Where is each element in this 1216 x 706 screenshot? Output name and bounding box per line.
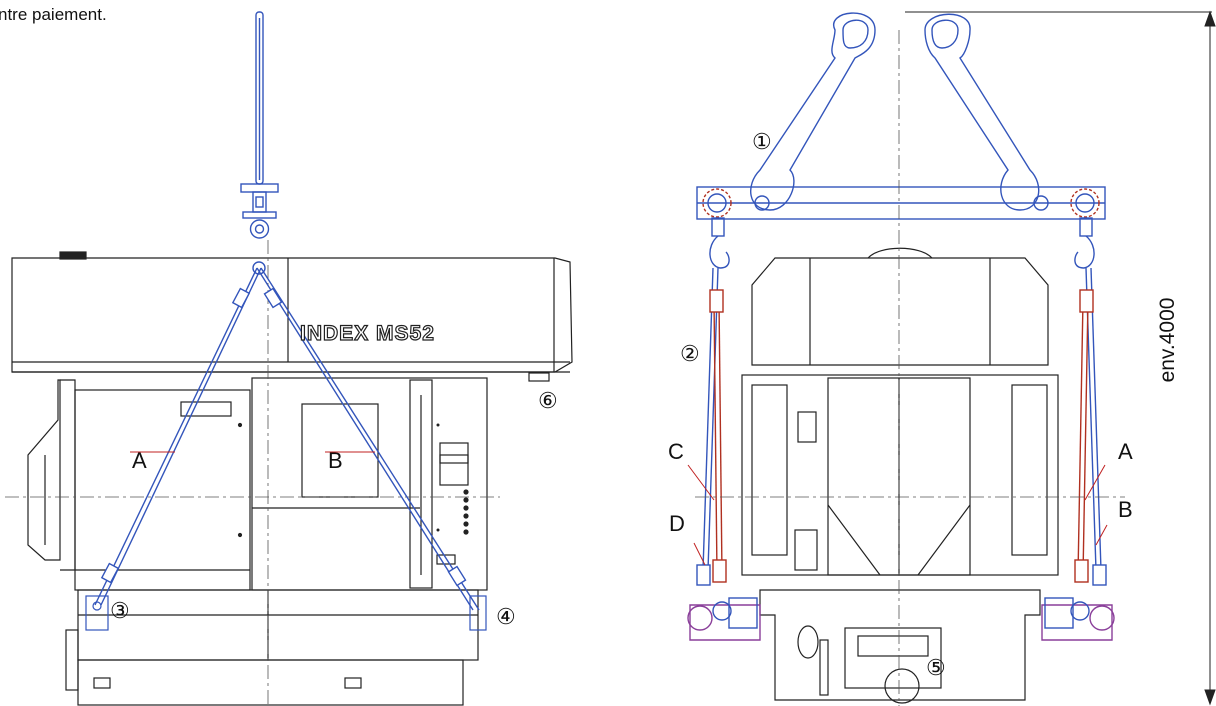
door-panel-a — [74, 389, 251, 591]
label-b-left: B — [328, 448, 343, 473]
dimension-label: env.4000 — [1156, 294, 1180, 386]
brand-label: INDEX MS52 — [299, 321, 435, 345]
left-machine-view — [5, 11, 573, 706]
machine-body-front — [741, 247, 1059, 704]
spindle-housing — [27, 379, 76, 571]
caption-text: ntre paiement. — [0, 5, 107, 24]
lifting-chains — [750, 12, 1040, 211]
left-slings — [94, 267, 480, 611]
right-slings — [696, 267, 1107, 586]
label-a-left: A — [132, 448, 147, 473]
callout-2: ② — [680, 341, 700, 366]
callout-5: ⑤ — [926, 655, 946, 680]
callout-3: ③ — [110, 598, 130, 623]
label-c-right: C — [668, 439, 684, 464]
label-a-right: A — [1118, 439, 1133, 464]
callout-4: ④ — [496, 604, 516, 629]
lifting-lugs — [687, 604, 1115, 641]
work-area-b — [251, 377, 488, 591]
callout-1: ① — [752, 129, 772, 154]
label-d-right: D — [669, 511, 685, 536]
callout-6: ⑥ — [538, 388, 558, 413]
machine-base — [65, 589, 487, 706]
left-centerlines — [5, 240, 500, 706]
machine-top-cover — [11, 251, 573, 382]
right-leaders — [687, 464, 1108, 566]
height-dimension — [905, 10, 1216, 706]
hooks — [709, 217, 1095, 269]
lug-brackets — [712, 597, 1090, 629]
right-machine-view — [687, 12, 1125, 706]
label-b-right: B — [1118, 497, 1133, 522]
spreader-beam — [696, 186, 1106, 220]
right-centerlines — [695, 30, 1125, 706]
crane-hook — [240, 11, 279, 275]
